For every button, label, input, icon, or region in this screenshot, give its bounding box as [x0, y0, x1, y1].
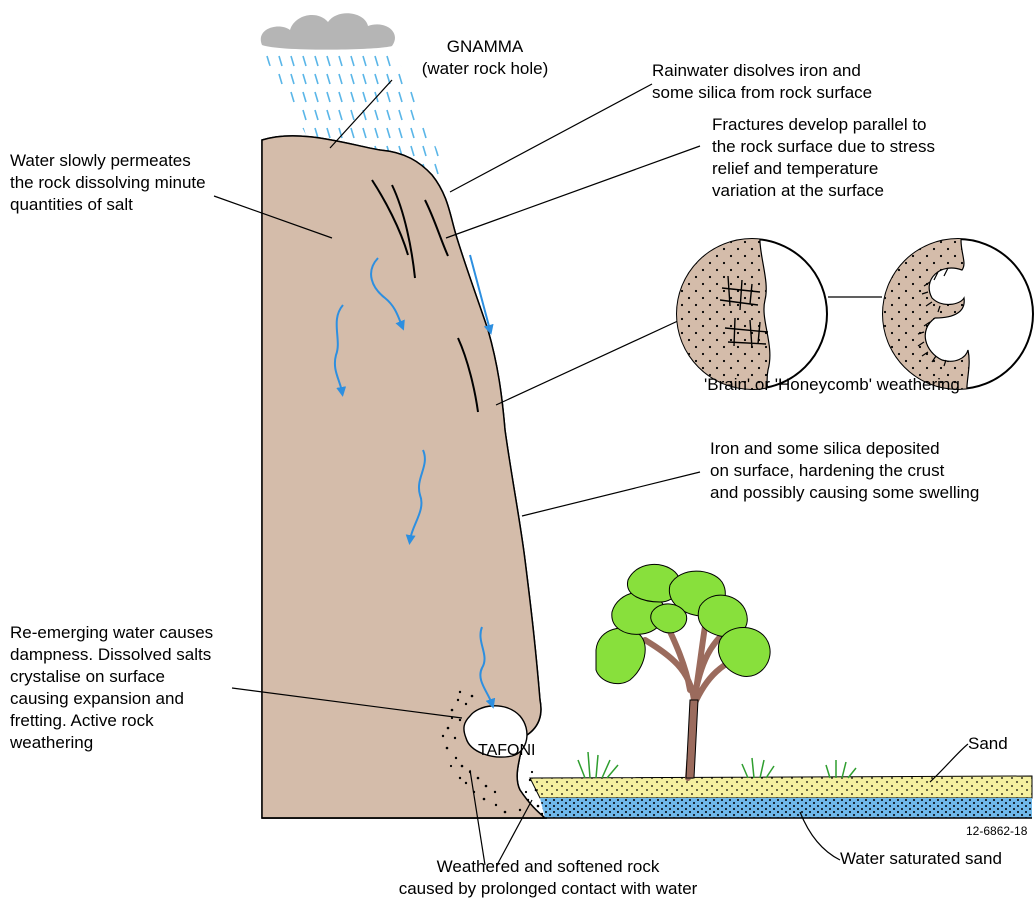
tafoni-label: TAFONI: [478, 740, 535, 762]
water-saturated-sand-label: Water saturated sand: [840, 848, 1002, 870]
permeates-label: Water slowly permeates the rock dissolvi…: [10, 150, 206, 216]
gnamma-label: GNAMMA (water rock hole): [410, 36, 560, 80]
weathered-rock-label: Weathered and softened rock caused by pr…: [366, 856, 730, 900]
figure-code: 12-6862-18: [966, 824, 1027, 838]
iron-silica-label: Iron and some silica deposited on surfac…: [710, 438, 979, 504]
fractures-label: Fractures develop parallel to the rock s…: [712, 114, 935, 202]
sand-label: Sand: [968, 733, 1008, 755]
rainwater-label: Rainwater disolves iron and some silica …: [652, 60, 872, 104]
sand-layer: [530, 776, 1032, 798]
rain-cloud: [261, 13, 395, 49]
saturated-sand-layer: [540, 798, 1032, 818]
reemerging-water-label: Re-emerging water causes dampness. Disso…: [10, 622, 213, 754]
grass-tufts: [578, 752, 856, 778]
brain-honeycomb-label: 'Brain' or 'Honeycomb' weathering: [704, 374, 960, 396]
tree: [596, 564, 770, 778]
